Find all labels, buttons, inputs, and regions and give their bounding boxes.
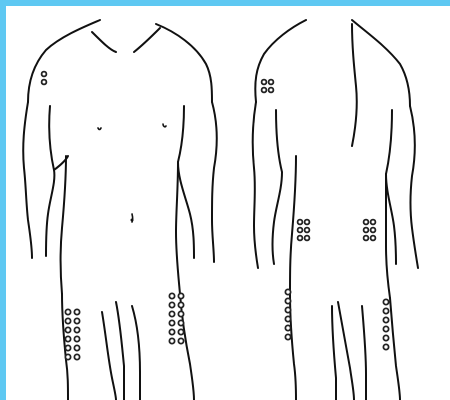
injection-site-dot (305, 228, 310, 233)
injection-site-dot (364, 220, 369, 225)
front-body-figure (23, 20, 217, 400)
injection-site-dot (65, 336, 70, 341)
back-spine-line (352, 24, 357, 146)
injection-site-dot (169, 338, 174, 343)
back-left-buttock-site-grid (364, 220, 376, 241)
front-left-shoulder-line (28, 20, 100, 102)
figure-canvas (6, 6, 450, 400)
injection-site-dot (74, 354, 79, 359)
front-neck-left (92, 32, 116, 52)
injection-site-dot (178, 320, 183, 325)
injection-site-dot (298, 220, 303, 225)
injection-site-dot (383, 335, 388, 340)
injection-site-dot (42, 80, 47, 85)
injection-site-dot (65, 309, 70, 314)
front-left-upper-arm-site-grid (42, 72, 47, 85)
body-diagram (6, 6, 450, 400)
injection-site-dot (285, 316, 290, 321)
front-left-leg-inner (132, 306, 140, 400)
back-right-leg-inner (362, 306, 366, 400)
injection-site-dot (285, 307, 290, 312)
injection-site-dot (371, 236, 376, 241)
injection-site-dot (371, 220, 376, 225)
injection-site-dot (178, 329, 183, 334)
injection-site-dot (262, 80, 267, 85)
injection-site-dot (169, 293, 174, 298)
back-right-shoulder-line (352, 20, 410, 106)
front-right-leg-inner (102, 312, 116, 400)
injection-site-dot (65, 327, 70, 332)
front-torso-left (61, 156, 67, 294)
injection-site-dot (178, 311, 183, 316)
injection-site-dot (285, 334, 290, 339)
front-right-arm-outer (212, 102, 217, 262)
injection-site-dot (178, 338, 183, 343)
injection-site-dot (169, 302, 174, 307)
injection-site-dot (65, 318, 70, 323)
front-left-arm-inner (46, 106, 54, 256)
injection-site-dot (285, 289, 290, 294)
injection-site-dot (383, 344, 388, 349)
injection-site-dot (74, 336, 79, 341)
injection-site-dot (262, 88, 267, 93)
back-right-leg-outer (390, 298, 400, 400)
front-right-arm-inner (178, 106, 194, 258)
back-left-leg-inner (332, 306, 336, 400)
front-neck-right (134, 28, 160, 52)
back-right-arm-inner (386, 110, 396, 264)
front-navel-dot (131, 219, 134, 222)
injection-site-dot (169, 320, 174, 325)
front-right-shoulder-line (156, 24, 212, 102)
injection-site-dot (305, 220, 310, 225)
injection-site-dot (42, 72, 47, 77)
injection-site-dot (383, 299, 388, 304)
back-left-arm-inner (273, 110, 283, 264)
back-right-upper-arm-back-site-grid (262, 80, 274, 93)
front-crotch-line (116, 302, 124, 400)
injection-site-dot (305, 236, 310, 241)
back-right-buttock-site-grid (298, 220, 310, 241)
injection-site-dot (383, 326, 388, 331)
injection-site-dot (269, 80, 274, 85)
injection-site-dot (74, 318, 79, 323)
injection-site-dot (285, 325, 290, 330)
injection-site-dot (178, 293, 183, 298)
injection-site-dot (364, 236, 369, 241)
injection-site-dot (74, 309, 79, 314)
injection-site-dot (298, 228, 303, 233)
back-body-figure (253, 20, 418, 400)
front-left-arm-outer (23, 102, 32, 258)
back-buttock-cleft (338, 302, 354, 400)
front-torso-right (176, 162, 180, 294)
injection-site-dot (74, 345, 79, 350)
injection-site-dot (178, 302, 183, 307)
back-left-arm-outer (253, 102, 258, 268)
injection-site-dot (269, 88, 274, 93)
injection-site-dot (298, 236, 303, 241)
injection-site-dot (285, 298, 290, 303)
injection-site-dot (371, 228, 376, 233)
injection-site-dot (65, 345, 70, 350)
back-left-thigh-back-site-grid (383, 299, 388, 349)
injection-site-dot (169, 329, 174, 334)
back-right-arm-outer (410, 106, 418, 268)
injection-site-dot (383, 308, 388, 313)
front-right-thigh-site-grid (65, 309, 79, 359)
front-nipple-right (163, 124, 166, 127)
injection-site-dot (169, 311, 174, 316)
injection-site-dot (364, 228, 369, 233)
injection-site-dot (383, 317, 388, 322)
front-left-leg-outer (180, 294, 194, 400)
injection-site-dot (74, 327, 79, 332)
front-nipple-left (98, 128, 101, 130)
back-torso-left (290, 156, 296, 294)
injection-site-dot (65, 354, 70, 359)
